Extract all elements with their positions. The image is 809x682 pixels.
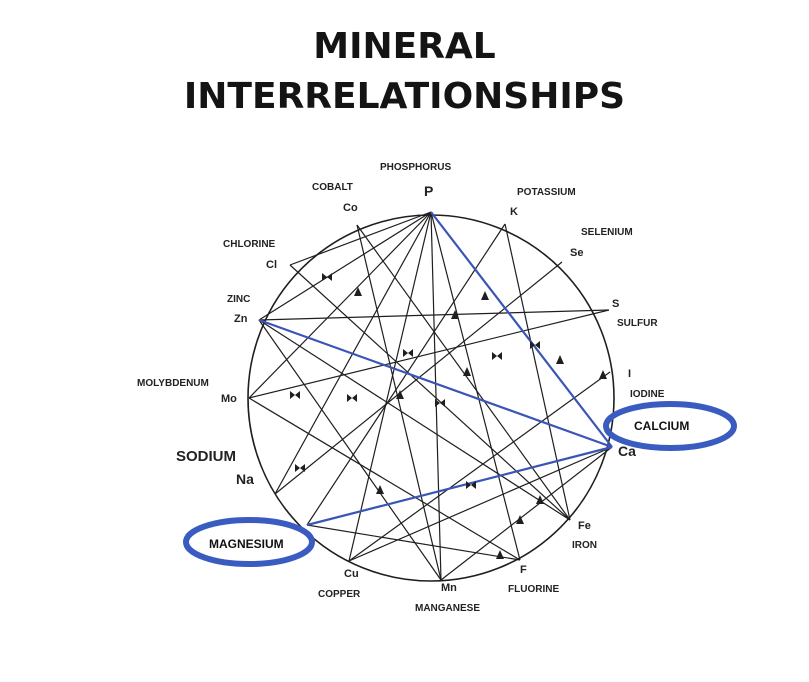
node-symbol-selenium: Se	[570, 247, 583, 259]
arrow-mark-18	[481, 291, 489, 300]
arrow-mark-19	[556, 355, 564, 364]
link-cu-ca	[348, 446, 613, 562]
link-zn-fe	[258, 319, 571, 521]
link-p-mn	[430, 211, 442, 581]
node-symbol-molybdenum: Mo	[221, 393, 237, 405]
node-label-calcium: CALCIUM	[634, 419, 689, 433]
node-label-cobalt: COBALT	[312, 182, 353, 193]
node-symbol-chlorine: Cl	[266, 259, 277, 271]
node-label-fluorine: FLUORINE	[508, 584, 559, 595]
node-label-potassium: POTASSIUM	[517, 187, 576, 198]
node-label-sulfur: SULFUR	[617, 318, 658, 329]
node-symbol-cobalt: Co	[343, 202, 358, 214]
node-symbol-potassium: K	[510, 206, 518, 218]
node-label-selenium: SELENIUM	[581, 227, 633, 238]
antagonism-mark-10	[466, 481, 476, 489]
title-line-2: INTERRELATIONSHIPS	[183, 76, 626, 117]
node-label-copper: COPPER	[318, 589, 361, 600]
arrow-mark-11	[516, 515, 524, 524]
arrow-mark-6	[463, 367, 471, 376]
link-mo-f	[248, 397, 521, 561]
antagonism-mark-2	[290, 391, 300, 399]
node-label-molybdenum: MOLYBDENUM	[137, 378, 209, 389]
node-symbol-sulfur: S	[612, 298, 619, 310]
link-mn-ca	[440, 446, 613, 581]
antagonism-mark-0	[322, 273, 332, 281]
arrow-mark-1	[354, 287, 362, 296]
link-zn-mn	[258, 319, 442, 581]
link-k-mg	[306, 223, 506, 526]
link-k-fe	[504, 223, 571, 521]
node-symbol-zinc: Zn	[234, 313, 248, 325]
node-label-chlorine: CHLORINE	[223, 239, 276, 250]
link-p-f	[430, 211, 521, 561]
arrow-mark-14	[376, 485, 384, 494]
antagonism-mark-5	[435, 399, 445, 407]
node-label-iron: IRON	[572, 540, 597, 551]
antagonism-mark-3	[347, 394, 357, 402]
arrow-mark-17	[599, 370, 607, 379]
calcium-callout-ring	[603, 401, 737, 451]
arrow-mark-15	[496, 550, 504, 559]
node-label-sodium: SODIUM	[176, 448, 236, 465]
title-line-1: MINERAL	[313, 26, 496, 67]
link-p-cu	[348, 211, 432, 562]
link-p-zn	[258, 211, 432, 321]
link-p-ca	[430, 211, 613, 448]
antagonism-mark-12	[295, 464, 305, 472]
arrow-mark-9	[451, 310, 459, 319]
node-symbol-fluorine: F	[520, 564, 527, 576]
node-symbol-iron: Fe	[578, 520, 591, 532]
antagonism-mark-8	[530, 341, 540, 349]
node-label-iodine: IODINE	[630, 389, 665, 400]
magnesium-callout-ring	[183, 517, 315, 567]
link-zn-s	[258, 309, 610, 321]
antagonism-mark-7	[492, 352, 502, 360]
link-co-fe	[356, 224, 571, 521]
node-symbol-sodium: Na	[236, 471, 254, 487]
node-symbol-copper: Cu	[344, 568, 359, 580]
node-symbol-phosphorus: P	[424, 183, 433, 199]
link-co-mn	[356, 224, 442, 581]
node-label-magnesium: MAGNESIUM	[209, 537, 284, 551]
link-mg-f	[306, 524, 521, 561]
link-zn-ca	[258, 318, 613, 449]
arrow-mark-16	[536, 495, 544, 504]
link-mo-s	[248, 309, 610, 399]
link-p-mo	[248, 211, 432, 399]
link-cl-fe	[289, 264, 571, 521]
link-mg-ca	[306, 445, 613, 527]
node-label-zinc: ZINC	[227, 294, 250, 305]
node-symbol-iodine: I	[628, 368, 631, 380]
node-symbol-manganese: Mn	[441, 582, 457, 594]
link-cu-i	[348, 371, 611, 562]
node-label-phosphorus: PHOSPHORUS	[380, 162, 451, 173]
node-label-manganese: MANGANESE	[415, 603, 480, 614]
antagonism-mark-4	[403, 349, 413, 357]
arrow-mark-13	[396, 390, 404, 399]
node-symbol-calcium: Ca	[618, 443, 636, 459]
